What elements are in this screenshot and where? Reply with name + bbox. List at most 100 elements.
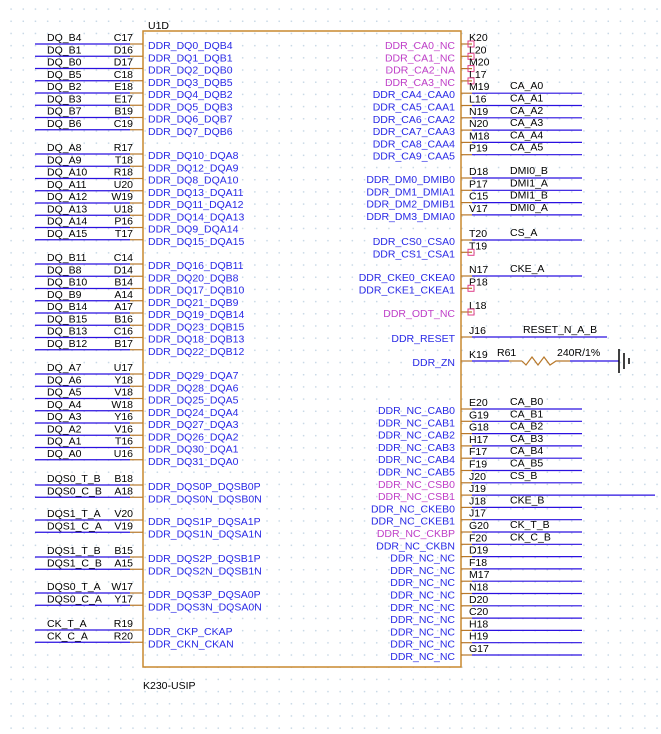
pin-number: V20 bbox=[114, 508, 133, 520]
part-reference: U1D bbox=[148, 20, 169, 32]
pin-number: N19 bbox=[469, 106, 488, 118]
pin-number: Y16 bbox=[114, 411, 133, 423]
resistor-symbol[interactable] bbox=[521, 356, 570, 366]
pin-number: J19 bbox=[469, 483, 486, 495]
pin-number: G20 bbox=[469, 520, 489, 532]
net-label: CA_A3 bbox=[510, 117, 543, 129]
pin-number: P16 bbox=[114, 216, 133, 228]
pin-function-label: DDR_DQ18_DQB13 bbox=[148, 334, 244, 346]
net-label: DQS1_T_A bbox=[47, 508, 101, 520]
pin-number: C15 bbox=[469, 191, 488, 203]
pin-function-label: DDR_DQ29_DQA7 bbox=[148, 370, 239, 382]
net-label: CA_A2 bbox=[510, 105, 543, 117]
net-label: CA_B0 bbox=[510, 396, 543, 408]
pin-number: L17 bbox=[469, 69, 487, 81]
pin-function-label: DDR_DQ6_DQB7 bbox=[148, 114, 233, 126]
pin-number: E20 bbox=[469, 397, 488, 409]
net-label: DQ_A11 bbox=[47, 179, 87, 191]
pin-number: G19 bbox=[469, 409, 489, 421]
pin-number: L18 bbox=[469, 300, 487, 312]
pin-number: N18 bbox=[469, 582, 488, 594]
no-connect-marker bbox=[467, 308, 475, 316]
pin-function-label: DDR_DQ1_DQB1 bbox=[148, 52, 233, 64]
pin-number: U20 bbox=[114, 179, 133, 191]
net-label: DQ_B5 bbox=[47, 69, 82, 81]
net-label: DQ_B7 bbox=[47, 106, 82, 118]
pin-number: P18 bbox=[469, 276, 488, 288]
pin-number: J17 bbox=[469, 508, 486, 520]
net-label: DQ_B3 bbox=[47, 93, 82, 105]
pin-number: R19 bbox=[114, 618, 133, 630]
net-label: DQ_A3 bbox=[47, 411, 82, 423]
pin-number: C19 bbox=[114, 118, 133, 130]
no-connect-marker bbox=[467, 77, 475, 85]
net-label: DQ_B9 bbox=[47, 289, 82, 301]
pin-function-label: DDR_CA3_NC bbox=[385, 77, 455, 89]
pin-function-label: DDR_CKE0_CKEA0 bbox=[359, 272, 455, 284]
net-label: DQ_A7 bbox=[47, 362, 82, 374]
net-label: DQ_A10 bbox=[47, 167, 87, 179]
pin-number: W18 bbox=[111, 399, 133, 411]
part-value: K230-USIP bbox=[143, 680, 196, 692]
pin-number: T20 bbox=[469, 228, 487, 240]
pin-function-label: DDR_NC_NC bbox=[390, 577, 455, 589]
pin-function-label: DDR_DQ30_DQA1 bbox=[148, 444, 239, 456]
net-label: DQ_B1 bbox=[47, 44, 82, 56]
pin-number: K19 bbox=[469, 349, 488, 361]
pin-number: F17 bbox=[469, 446, 487, 458]
net-label: CS_B bbox=[510, 470, 537, 482]
pin-number: V18 bbox=[114, 387, 133, 399]
pin-function-label: DDR_DQS2N_DQSB1N bbox=[148, 565, 262, 577]
pin-number: D20 bbox=[469, 594, 488, 606]
net-label: DQ_B8 bbox=[47, 264, 82, 276]
pin-number: U17 bbox=[114, 362, 133, 374]
pin-function-label: DDR_NC_CKBP bbox=[377, 528, 455, 540]
pin-number: B15 bbox=[114, 545, 133, 557]
net-label: DQS1_C_B bbox=[47, 557, 102, 569]
pin-number: T18 bbox=[115, 154, 133, 166]
pin-function-label: DDR_DQ4_DQB2 bbox=[148, 89, 233, 101]
net-label: DQ_A5 bbox=[47, 387, 82, 399]
pin-number: T16 bbox=[115, 436, 133, 448]
pin-function-label: DDR_DQ13_DQA11 bbox=[148, 187, 244, 199]
net-label: DQ_A4 bbox=[47, 399, 82, 411]
pin-number: B14 bbox=[114, 277, 133, 289]
net-label: CK_T_B bbox=[510, 519, 550, 531]
pin-number: M20 bbox=[469, 57, 490, 69]
pin-function-label: DDR_DQ22_DQB12 bbox=[148, 346, 244, 358]
pin-function-label: DDR_NC_CAB0 bbox=[378, 405, 455, 417]
net-label: DQ_B13 bbox=[47, 326, 87, 338]
pin-number: F20 bbox=[469, 532, 487, 544]
pin-function-label: DDR_DQ16_DQB11 bbox=[148, 260, 244, 272]
pin-number: V16 bbox=[114, 423, 133, 435]
pin-function-label: DDR_DM3_DMIA0 bbox=[366, 211, 455, 223]
pin-function-label: DDR_NC_NC bbox=[390, 553, 455, 565]
net-label: DQ_B2 bbox=[47, 81, 82, 93]
net-label: DMI1_A bbox=[510, 177, 548, 189]
net-label: DQ_B12 bbox=[47, 338, 87, 350]
pin-number: A18 bbox=[114, 485, 133, 497]
net-label: DQ_B14 bbox=[47, 301, 87, 313]
pin-number: P19 bbox=[469, 143, 488, 155]
pin-number: L20 bbox=[469, 44, 487, 56]
net-label: CA_B3 bbox=[510, 433, 543, 445]
pin-function-label: DDR_CS1_CSA1 bbox=[373, 248, 455, 260]
pin-function-label: DDR_NC_CSB1 bbox=[378, 491, 455, 503]
pin-function-label: DDR_CKP_CKAP bbox=[148, 626, 233, 638]
net-label: CKE_B bbox=[510, 494, 544, 506]
net-label: CK_C_A bbox=[47, 630, 88, 642]
pin-number: D18 bbox=[469, 166, 488, 178]
net-label: RESET_N_A_B bbox=[523, 324, 597, 336]
pin-number: T19 bbox=[469, 240, 487, 252]
net-label: CA_B4 bbox=[510, 445, 543, 457]
pin-number: U18 bbox=[114, 203, 133, 215]
net-label: DQS1_T_B bbox=[47, 545, 101, 557]
pin-function-label: DDR_DQ7_DQB6 bbox=[148, 126, 233, 138]
pin-function-label: DDR_DQ12_DQA9 bbox=[148, 162, 239, 174]
pin-number: E17 bbox=[114, 93, 133, 105]
pin-number: B18 bbox=[114, 473, 133, 485]
no-connect-marker bbox=[467, 248, 475, 256]
pin-function-label: DDR_CKE1_CKEA1 bbox=[359, 284, 455, 296]
pin-number: J20 bbox=[469, 471, 486, 483]
pin-function-label: DDR_DQ20_DQB8 bbox=[148, 272, 239, 284]
